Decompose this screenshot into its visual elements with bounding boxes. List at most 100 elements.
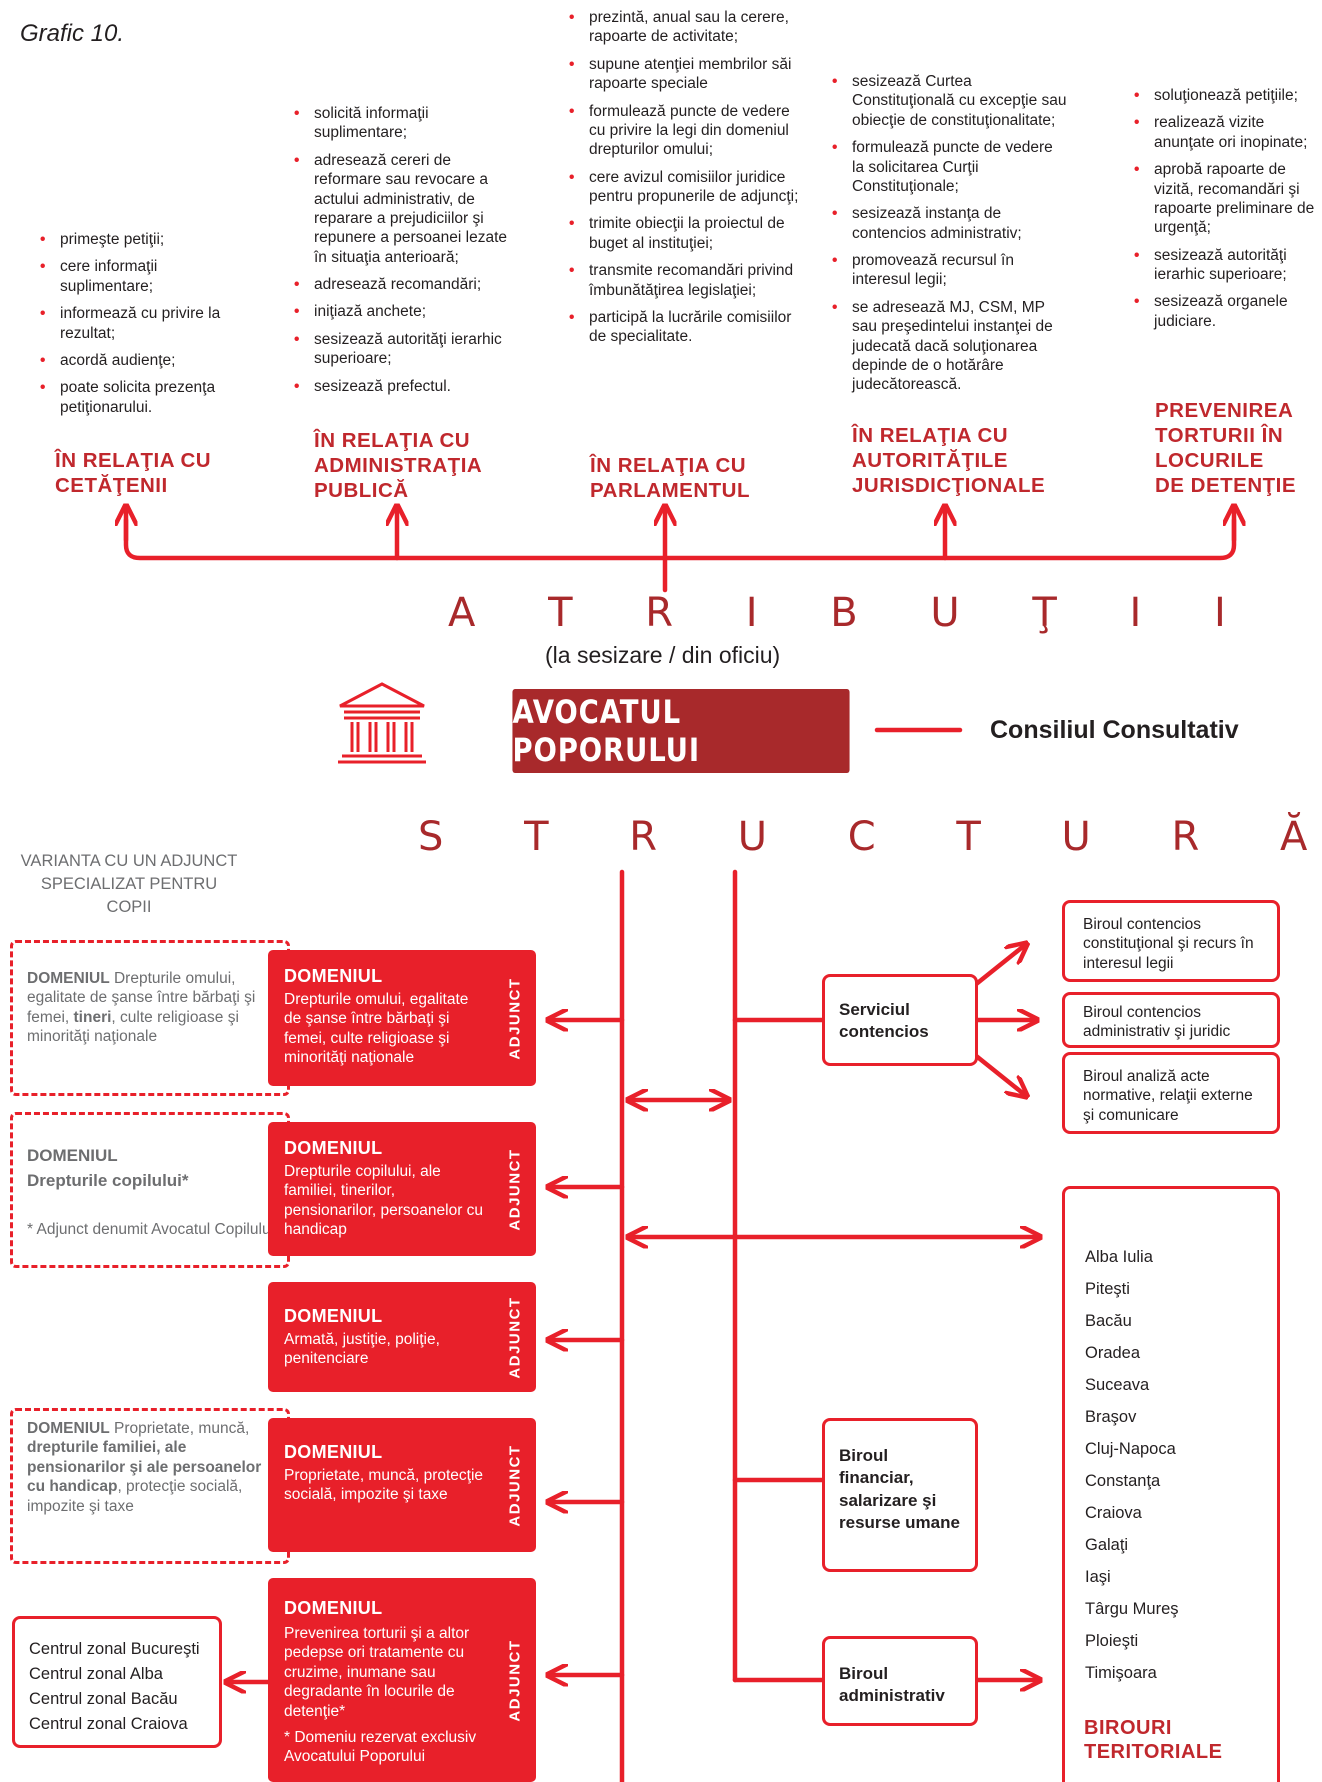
domain-box-drepturile-copilului: DOMENIUL Drepturile copilului, ale famil…	[268, 1122, 536, 1256]
list-item: poate solicita prezenţa petiţionarului.	[36, 378, 246, 417]
list-item: cere informaţii suplimentare;	[36, 257, 246, 296]
list-item: sesizează organele judiciare.	[1130, 292, 1320, 331]
list-item: Centrul zonal Bacău	[29, 1690, 178, 1708]
variant-box-drepturile-omului: DOMENIUL Drepturile omului, egalitate de…	[10, 940, 290, 1096]
list-item: participă la lucrările comisiilor de spe…	[565, 308, 805, 347]
building-icon	[338, 682, 426, 764]
list-item: Bacău	[1085, 1312, 1132, 1330]
attr-heading-jurisdictionale: ÎN RELAŢIA CU AUTORITĂŢILE JURISDICŢIONA…	[852, 424, 1046, 497]
attr-list-cetateni: primeşte petiţii; cere informaţii suplim…	[36, 230, 246, 417]
list-item: soluţionează petiţiile;	[1130, 86, 1320, 106]
birou-analiza-acte-box: Biroul analiză acte normative, relaţii e…	[1062, 1052, 1280, 1134]
attr-heading-administratie: ÎN RELAŢIA CU ADMINISTRAŢIA PUBLICĂ	[314, 429, 483, 502]
list-item: acordă audienţe;	[36, 351, 246, 371]
list-item: sesizează autorităţi ierarhic superioare…	[290, 330, 520, 369]
list-item: iniţiază anchete;	[290, 302, 520, 322]
birouri-teritoriale-title: BIROURI TERITORIALE	[1084, 1717, 1223, 1763]
list-item: formulează puncte de vedere cu privire l…	[565, 102, 805, 160]
atributii-subtitle: (la sesizare / din oficiu)	[545, 642, 781, 668]
list-item: realizează vizite anunţate ori inopinate…	[1130, 113, 1320, 152]
birouri-teritoriale-box: Alba Iulia Piteşti Bacău Oradea Suceava …	[1062, 1186, 1280, 1782]
list-item: solicită informaţii suplimentare;	[290, 104, 520, 143]
list-item: formulează puncte de vedere la solicitar…	[828, 138, 1068, 196]
domain-text: Armată, justiţie, poliţie, penitenciare	[284, 1331, 440, 1368]
list-item: Ploieşti	[1085, 1632, 1139, 1650]
variant-box-drepturile-copilului: DOMENIUL Drepturile copilului* * Adjunct…	[10, 1112, 290, 1268]
territorial-offices-list: Alba Iulia Piteşti Bacău Oradea Suceava …	[1085, 1241, 1277, 1689]
list-item: Centrul zonal Alba	[29, 1665, 163, 1683]
serviciul-contencios-box: Serviciul contencios	[822, 974, 978, 1066]
consiliul-consultativ: Consiliul Consultativ	[990, 716, 1239, 744]
avocatul-poporului-box: AVOCATUL POPORULUI	[512, 689, 850, 773]
list-item: se adresează MJ, CSM, MP sau preşedintel…	[828, 298, 1068, 395]
domain-box-drepturile-omului: DOMENIUL Drepturile omului, egalitate de…	[268, 950, 536, 1086]
list-item: Galaţi	[1085, 1536, 1129, 1554]
birou-contencios-constitutional-box: Biroul contencios constituţional şi recu…	[1062, 900, 1280, 982]
zonal-centers-box: Centrul zonal Bucureşti Centrul zonal Al…	[12, 1616, 222, 1748]
list-item: trimite obiecţii la proiectul de buget a…	[565, 214, 805, 253]
list-item: sesizează Curtea Constituţională cu exce…	[828, 72, 1068, 130]
variant-note: VARIANTA CU UN ADJUNCT SPECIALIZAT PENTR…	[20, 852, 238, 916]
domain-text: Proprietate, muncă, protecţie socială, i…	[284, 1467, 484, 1504]
structura-title: S T R U C T U R Ă	[418, 814, 1322, 860]
adjunct-label: ADJUNCT	[506, 1147, 524, 1231]
list-item: promovează recursul în interesul legii;	[828, 251, 1068, 290]
domain-box-proprietate: DOMENIUL Proprietate, muncă, protecţie s…	[268, 1418, 536, 1552]
main-title: AVOCATUL POPORULUI	[512, 693, 700, 769]
list-item: Craiova	[1085, 1504, 1142, 1522]
domain-text: Drepturile omului, egalitate de şanse în…	[284, 991, 469, 1067]
list-item: adresează recomandări;	[290, 275, 520, 295]
attr-column-tortura: soluţionează petiţiile; realizează vizit…	[1130, 86, 1320, 339]
variant-box-proprietate: DOMENIUL Proprietate, muncă, drepturile …	[10, 1408, 290, 1564]
atributii-title: A T R I B U Ţ I I	[448, 590, 1256, 636]
list-item: prezintă, anual sau la cerere, rapoarte …	[565, 8, 805, 47]
list-item: supune atenţiei membrilor săi rapoarte s…	[565, 55, 805, 94]
domain-box-armata: DOMENIUL Armată, justiţie, poliţie, peni…	[268, 1282, 536, 1392]
domain-box-prevenirea-torturii: DOMENIUL Prevenirea torturii şi a altor …	[268, 1578, 536, 1782]
list-item: Oradea	[1085, 1344, 1141, 1362]
attr-list-jurisdictionale: sesizează Curtea Constituţională cu exce…	[828, 72, 1068, 395]
adjunct-label: ADJUNCT	[506, 976, 524, 1060]
list-item: Iaşi	[1085, 1568, 1111, 1586]
list-item: Timişoara	[1085, 1664, 1157, 1682]
domain-title: DOMENIUL	[284, 1598, 383, 1618]
attr-column-parlament: prezintă, anual sau la cerere, rapoarte …	[565, 8, 805, 355]
zonal-centers-list: Centrul zonal Bucureşti Centrul zonal Al…	[29, 1637, 219, 1737]
birou-financiar-box: Biroul financiar, salarizare şi resurse …	[822, 1418, 978, 1572]
list-item: Piteşti	[1085, 1280, 1130, 1298]
list-item: Braşov	[1085, 1408, 1137, 1426]
domain-title: DOMENIUL	[284, 1306, 383, 1326]
list-item: Centrul zonal Bucureşti	[29, 1640, 200, 1658]
domain-text: Drepturile copilului, ale familiei, tine…	[284, 1163, 484, 1239]
attr-list-administratie: solicită informaţii suplimentare; adrese…	[290, 104, 520, 396]
attr-heading-parlament: ÎN RELAŢIA CU PARLAMENTUL	[590, 454, 750, 502]
list-item: Centrul zonal Craiova	[29, 1715, 188, 1733]
attr-list-parlament: prezintă, anual sau la cerere, rapoarte …	[565, 8, 805, 347]
list-item: Constanţa	[1085, 1472, 1161, 1490]
attr-heading-tortura: PREVENIREA TORTURII ÎN LOCURILE DE DETEN…	[1155, 399, 1297, 497]
adjunct-label: ADJUNCT	[506, 1638, 524, 1722]
attr-heading-cetateni: ÎN RELAŢIA CU CETĂŢENII	[55, 449, 212, 497]
domain-title: DOMENIUL	[284, 966, 383, 986]
domain-note: * Domeniu rezervat exclusiv Avocatului P…	[284, 1729, 477, 1766]
list-item: Cluj-Napoca	[1085, 1440, 1176, 1458]
list-item: sesizează autorităţi ierarhic superioare…	[1130, 246, 1320, 285]
list-item: Târgu Mureş	[1085, 1600, 1179, 1618]
list-item: primeşte petiţii;	[36, 230, 246, 250]
list-item: sesizează instanţa de contencios adminis…	[828, 204, 1068, 243]
list-item: aprobă rapoarte de vizită, recomandări ş…	[1130, 160, 1320, 238]
list-item: informează cu privire la rezultat;	[36, 304, 246, 343]
attr-column-administratie: solicită informaţii suplimentare; adrese…	[290, 104, 520, 404]
graphic-label: Grafic 10.	[20, 20, 125, 47]
list-item: Suceava	[1085, 1376, 1150, 1394]
attr-column-cetateni: primeşte petiţii; cere informaţii suplim…	[36, 230, 246, 425]
adjunct-label: ADJUNCT	[506, 1295, 524, 1379]
domain-title: DOMENIUL	[284, 1442, 383, 1462]
list-item: adresează cereri de reformare sau revoca…	[290, 151, 520, 267]
adjunct-label: ADJUNCT	[506, 1443, 524, 1527]
list-item: cere avizul comisiilor juridice pentru p…	[565, 168, 805, 207]
list-item: transmite recomandări privind îmbunătăţi…	[565, 261, 805, 300]
list-item: sesizează prefectul.	[290, 377, 520, 397]
attr-column-jurisdictionale: sesizează Curtea Constituţională cu exce…	[828, 72, 1068, 403]
